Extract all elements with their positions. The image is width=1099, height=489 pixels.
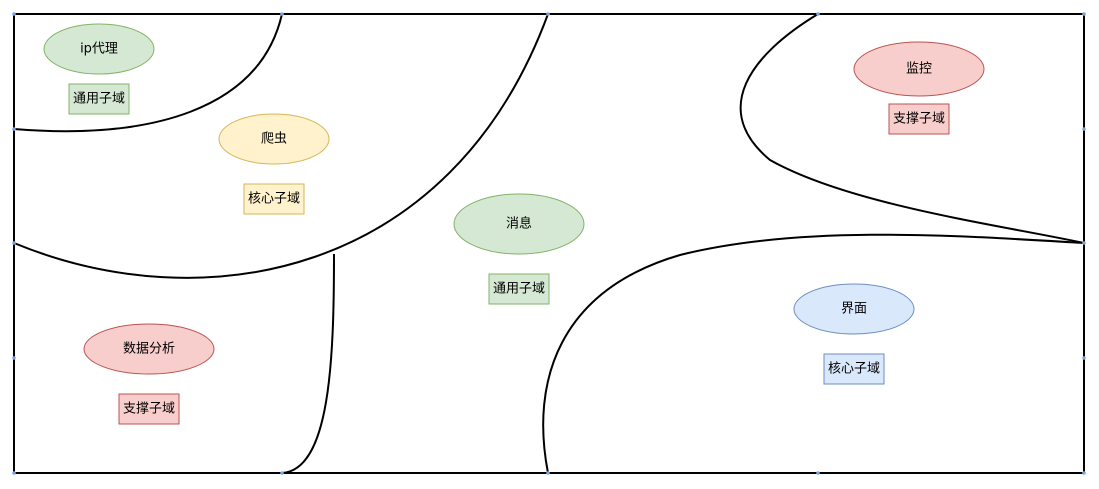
handle xyxy=(1082,356,1086,360)
subdomain-type: 核心子域 xyxy=(248,192,300,207)
handle xyxy=(280,12,284,16)
subdomain-ellipse[interactable] xyxy=(453,193,585,255)
handle xyxy=(12,241,16,245)
region-ip-proxy: ip代理 通用子域 xyxy=(43,23,155,115)
handle xyxy=(546,471,550,475)
boundary-core-diagonal xyxy=(13,13,549,279)
subdomain-type: 核心子域 xyxy=(828,362,880,377)
boundary-ui xyxy=(542,233,1085,474)
handle xyxy=(1082,241,1086,245)
handle xyxy=(12,356,16,360)
handle xyxy=(1082,471,1086,475)
subdomain-type-tag[interactable] xyxy=(68,83,130,115)
handle xyxy=(12,12,16,16)
subdomain-ellipse[interactable] xyxy=(793,283,915,335)
subdomain-name: 消息 xyxy=(506,216,532,232)
subdomain-ellipse[interactable] xyxy=(83,323,215,375)
subdomain-type-tag[interactable] xyxy=(888,103,950,135)
subdomain-type: 支撑子域 xyxy=(123,402,175,417)
boundary-data-analysis xyxy=(281,253,335,474)
boundary-ip-proxy xyxy=(13,13,283,133)
subdomain-type: 支撑子域 xyxy=(893,112,945,127)
handle xyxy=(1082,127,1086,131)
handle xyxy=(1082,12,1086,16)
region-monitor: 监控 支撑子域 xyxy=(853,41,985,135)
subdomain-name: ip代理 xyxy=(80,42,118,57)
handle xyxy=(12,471,16,475)
subdomain-name: 数据分析 xyxy=(123,342,175,357)
region-message: 消息 通用子域 xyxy=(453,193,585,305)
handle xyxy=(280,471,284,475)
boundary-monitor xyxy=(739,13,1085,244)
subdomain-ellipse[interactable] xyxy=(43,23,155,75)
handle xyxy=(546,12,550,16)
subdomain-type-tag[interactable] xyxy=(823,353,885,385)
subdomain-type: 通用子域 xyxy=(493,282,545,297)
frame-handles xyxy=(12,12,1086,475)
handle xyxy=(12,127,16,131)
subdomain-type-tag[interactable] xyxy=(488,273,550,305)
subdomain-ellipse[interactable] xyxy=(853,41,985,97)
subdomain-type-tag[interactable] xyxy=(243,183,305,215)
subdomain-name: 界面 xyxy=(841,302,867,317)
handle xyxy=(816,471,820,475)
handle xyxy=(816,12,820,16)
region-data-analysis: 数据分析 支撑子域 xyxy=(83,323,215,425)
region-crawler: 爬虫 核心子域 xyxy=(218,113,330,215)
region-ui: 界面 核心子域 xyxy=(793,283,915,385)
subdomain-type: 通用子域 xyxy=(73,92,125,107)
subdomain-ellipse[interactable] xyxy=(218,113,330,165)
subdomain-name: 监控 xyxy=(906,62,932,77)
subdomain-type-tag[interactable] xyxy=(118,393,180,425)
subdomain-name: 爬虫 xyxy=(261,132,287,147)
